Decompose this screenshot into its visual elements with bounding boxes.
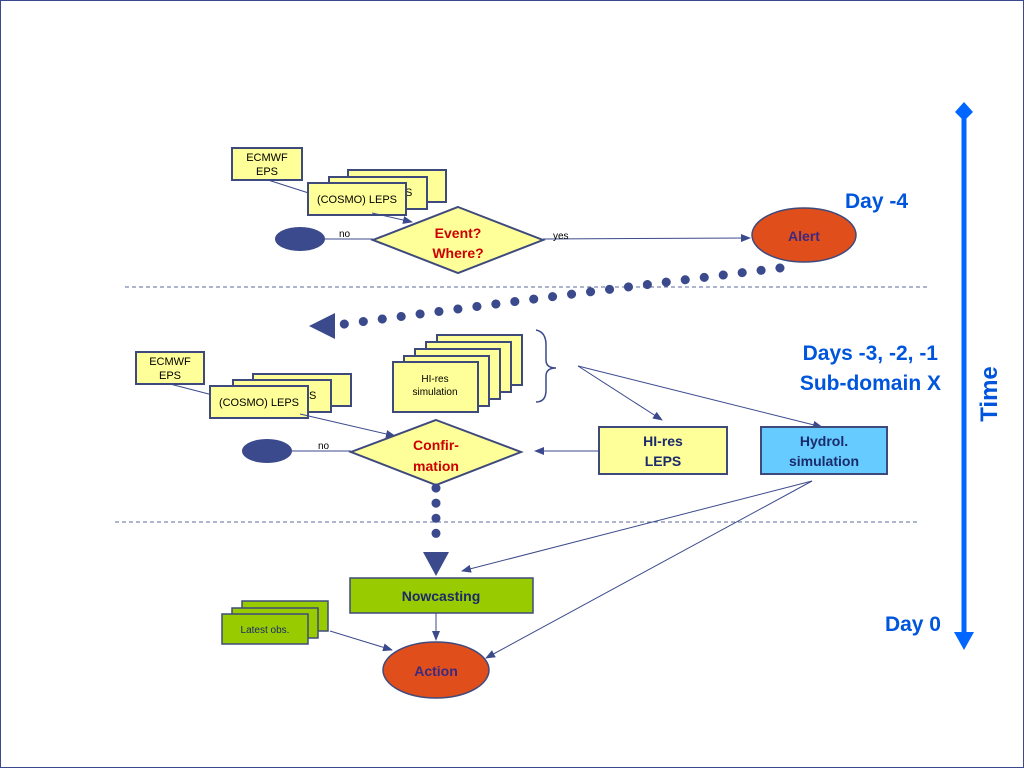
- hires-simulation-stack: HI-res simulation: [392, 334, 523, 413]
- latest-obs-stack: Latest obs.: [221, 600, 329, 645]
- alert-oval: Alert: [751, 207, 857, 263]
- arrow-to-hydrol: [577, 365, 823, 429]
- timeline-axis: Time: [954, 102, 1003, 650]
- stage-label-day-0: Day 0: [885, 613, 941, 636]
- top-leps-arrow: [371, 212, 413, 224]
- dotted-arrow-confirmation-head: [423, 552, 449, 576]
- dotted-arrow-escalation-head: [309, 313, 335, 339]
- svg-text:Alert: Alert: [788, 228, 820, 244]
- confirmation-diamond: Confir- mation: [348, 418, 524, 487]
- ensemble-brace: [535, 329, 557, 403]
- top-no-terminal: [275, 227, 325, 251]
- svg-text:LEPS: LEPS: [645, 453, 682, 469]
- svg-text:Event?: Event?: [435, 225, 482, 241]
- svg-text:Action: Action: [414, 663, 458, 679]
- hydrol-to-nowcasting-arrow: [461, 480, 813, 573]
- nowcasting-box: Nowcasting: [349, 577, 534, 614]
- svg-text:Confir-: Confir-: [413, 437, 459, 453]
- svg-text:HI-res: HI-res: [421, 374, 448, 385]
- top-yes-label: yes: [553, 231, 569, 242]
- latest-obs-to-action-arrow: [329, 630, 393, 652]
- svg-text:S: S: [309, 390, 316, 402]
- hydrol-to-action-arrow: [485, 480, 813, 659]
- svg-text:HI-res: HI-res: [643, 433, 683, 449]
- svg-text:Hydrol.: Hydrol.: [800, 433, 848, 449]
- svg-text:S: S: [405, 187, 412, 199]
- stage-label-day-4: Day -4: [845, 190, 908, 213]
- svg-text:Nowcasting: Nowcasting: [402, 588, 481, 604]
- svg-text:ECMWF: ECMWF: [149, 356, 191, 368]
- top-decision-diamond: Event? Where?: [370, 205, 546, 275]
- top-no-label: no: [339, 229, 351, 240]
- svg-text:EPS: EPS: [159, 370, 181, 382]
- middle-no-terminal: [242, 439, 292, 463]
- top-ecmwf-eps-box: ECMWF EPS: [231, 147, 303, 181]
- middle-ecmwf-eps-box: ECMWF EPS: [135, 351, 205, 385]
- svg-text:simulation: simulation: [412, 387, 457, 398]
- timeline-label: Time: [976, 366, 1003, 422]
- dotted-arrow-escalation: [325, 263, 785, 331]
- hires-leps-box: HI-res LEPS: [598, 426, 728, 475]
- svg-text:Where?: Where?: [432, 245, 483, 261]
- top-yes-arrow: [542, 234, 751, 243]
- top-leps-label: (COSMO) LEPS: [317, 194, 397, 206]
- middle-leps-arrow: [299, 413, 396, 438]
- middle-leps-label: (COSMO) LEPS: [219, 397, 299, 409]
- stage-label-days-3-2-1: Days -3, -2, -1: [803, 342, 939, 365]
- svg-text:simulation: simulation: [789, 453, 859, 469]
- stage-label-sub-domain: Sub-domain X: [800, 372, 941, 395]
- svg-text:mation: mation: [413, 458, 459, 474]
- middle-no-label: no: [318, 441, 330, 452]
- svg-text:Latest obs.: Latest obs.: [241, 625, 290, 636]
- top-leps-stack: S (COSMO) LEPS: [307, 169, 447, 216]
- arrow-to-hires-leps: [577, 365, 663, 421]
- hydrol-simulation-box: Hydrol. simulation: [760, 426, 888, 475]
- action-oval: Action: [382, 641, 490, 699]
- middle-leps-stack: S (COSMO) LEPS: [209, 373, 352, 419]
- svg-text:ECMWF: ECMWF: [246, 152, 288, 164]
- svg-text:EPS: EPS: [256, 166, 278, 178]
